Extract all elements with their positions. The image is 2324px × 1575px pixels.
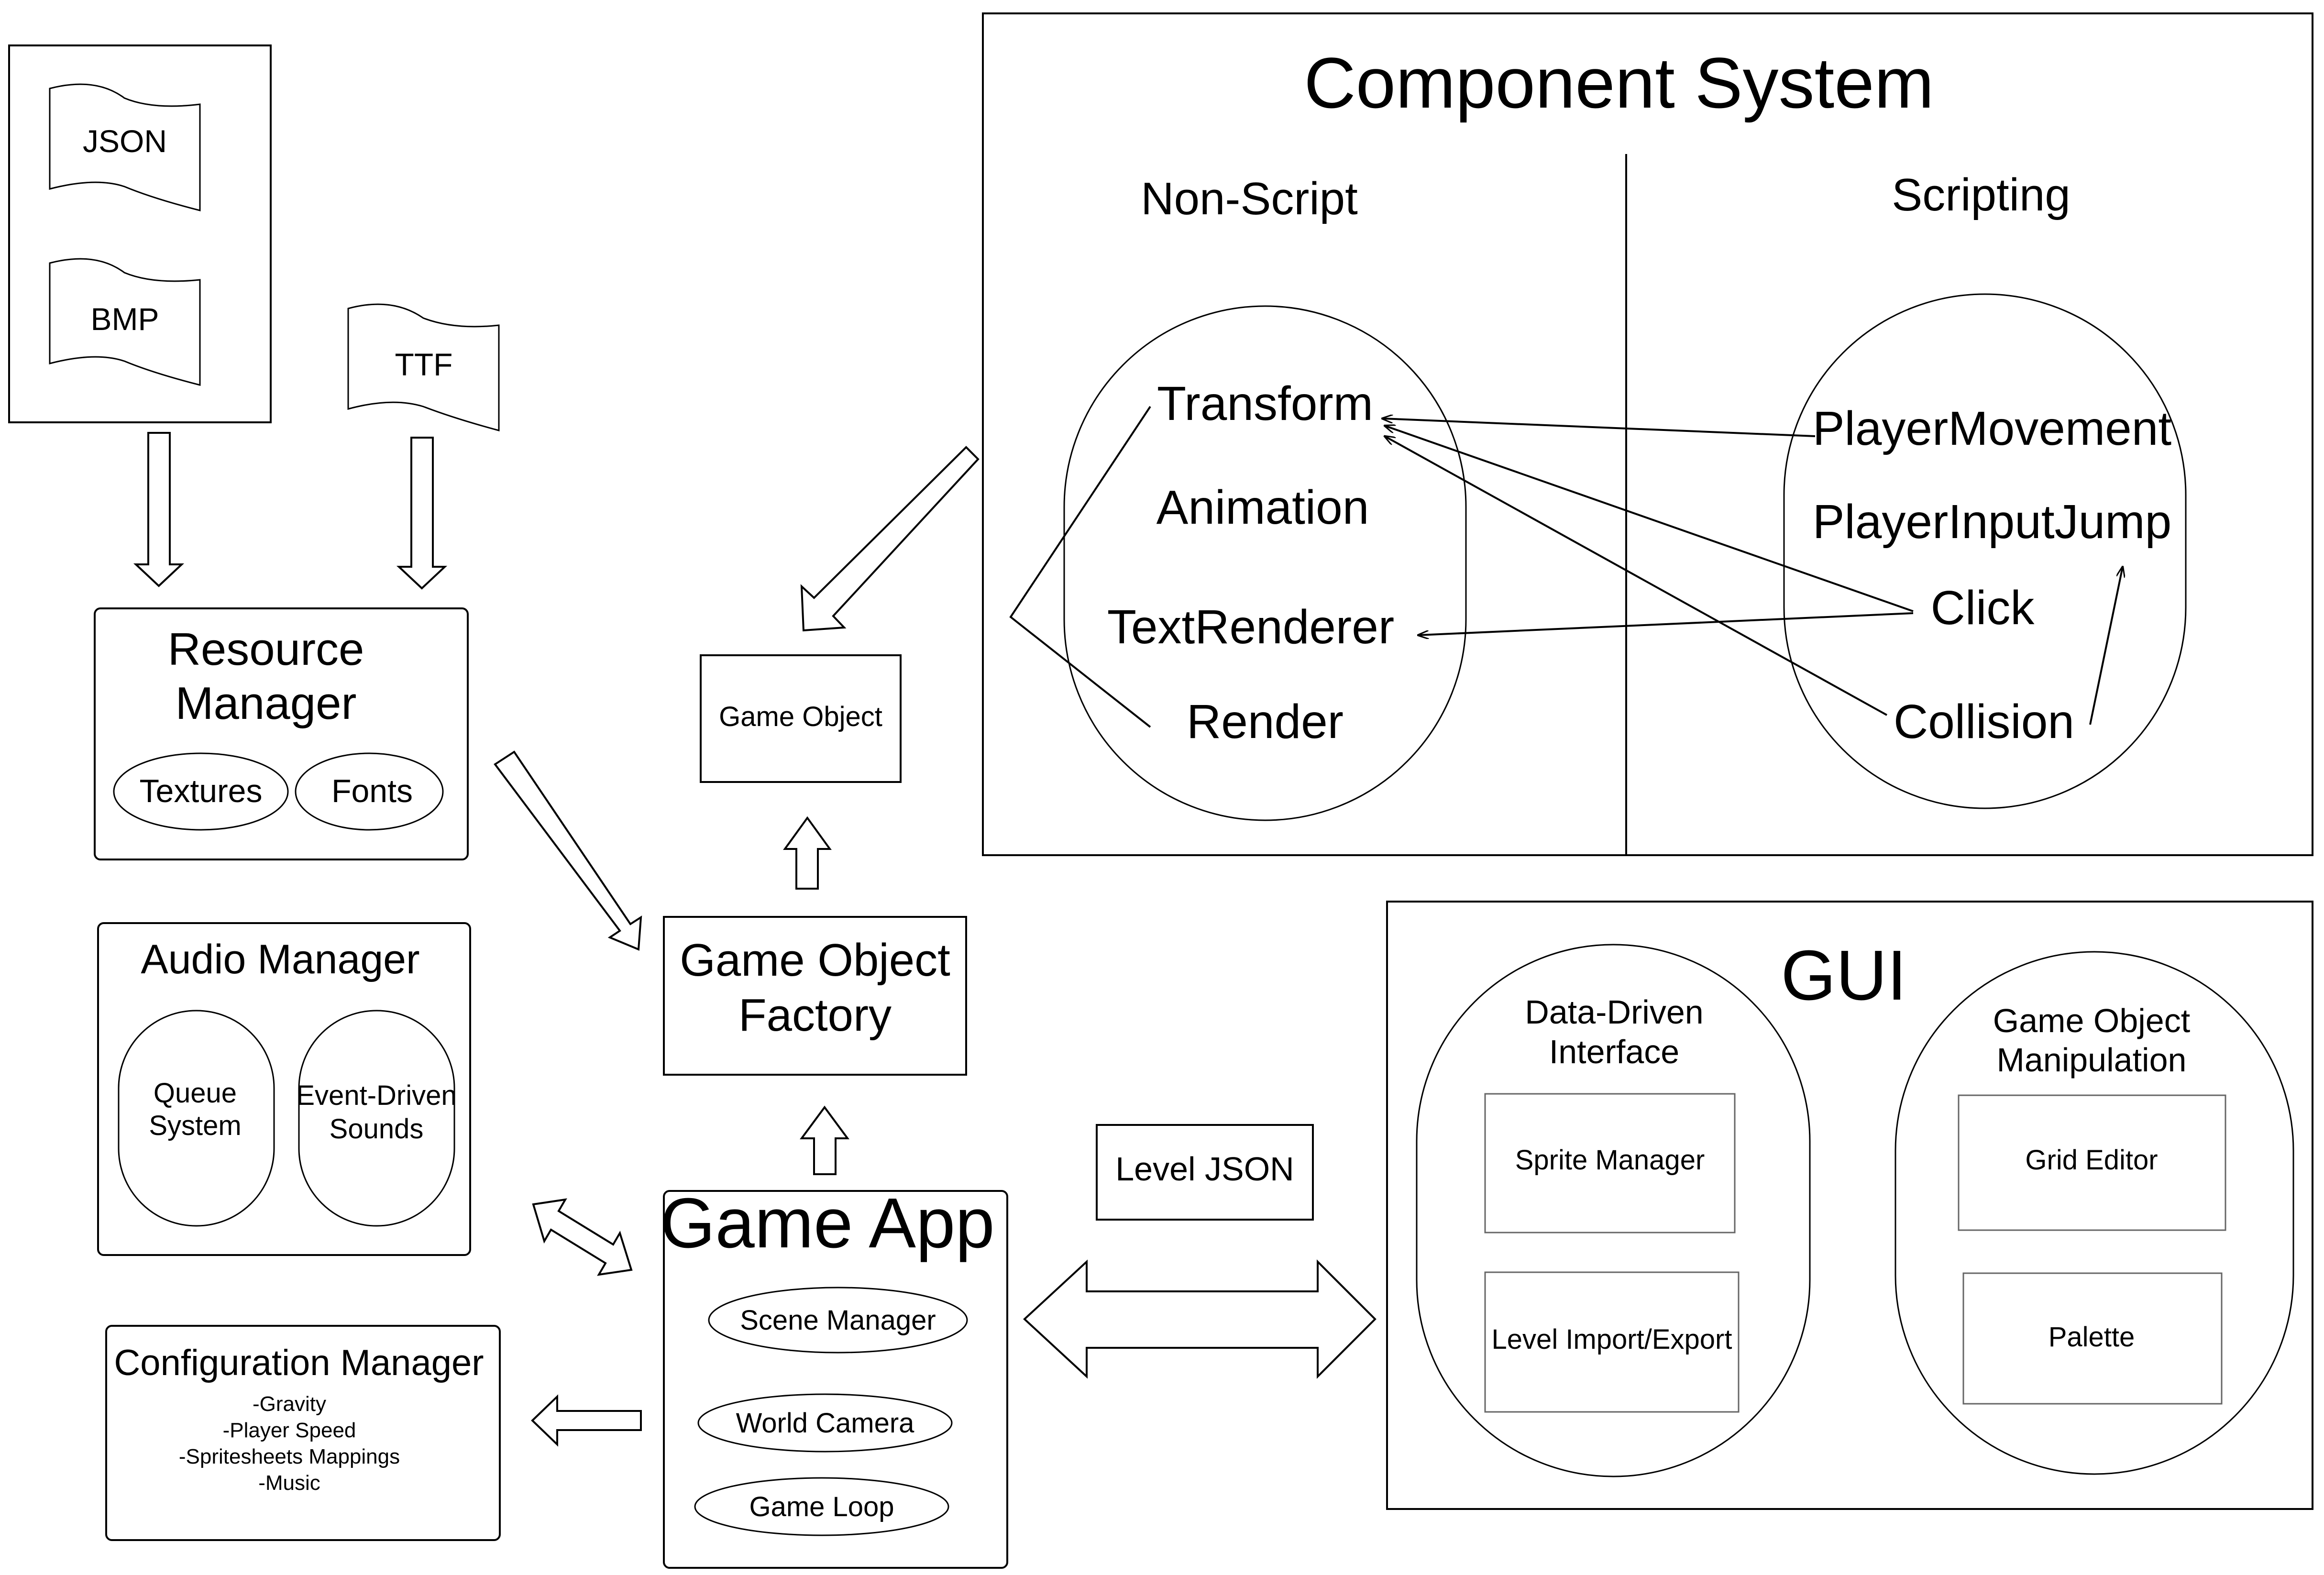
component-textrenderer: TextRenderer [1107,600,1394,654]
arrow-click-textrenderer [1418,612,1914,635]
config-item-player-speed: -Player Speed [223,1419,356,1442]
fonts-label: Fonts [331,773,413,809]
game-object-factory-title-line2: Factory [738,990,892,1041]
game-app: Game App Scene Manager World Camera Game… [660,1184,1008,1569]
component-transform: Transform [1157,377,1373,430]
event-driven-label-line2: Sounds [330,1113,424,1145]
sprite-manager-label: Sprite Manager [1515,1145,1705,1176]
gui-title: GUI [1781,936,1906,1015]
arrow-files-to-resource-manager [133,432,185,587]
level-import-export-box [1484,1271,1740,1413]
arrow-ttf-to-resource-manager [396,437,448,590]
script-playermovement: PlayerMovement [1813,402,2172,455]
game-object-factory-box [663,916,967,1076]
level-json-box [1096,1124,1314,1221]
ttf-file-label: TTF [395,347,453,382]
palette-box [1962,1272,2223,1405]
bmp-file-shape [49,258,201,386]
non-script-container [1063,305,1467,821]
game-app-title: Game App [660,1184,994,1263]
event-driven-label-line1: Event-Driven [296,1080,456,1111]
data-driven-title-line1: Data-Driven [1525,993,1703,1031]
textures-node [113,752,289,831]
component-render: Render [1187,695,1344,749]
script-collision: Collision [1894,695,2074,749]
game-loop-label: Game Loop [749,1491,894,1522]
ttf-file: TTF [347,303,500,431]
arrow-game-app-to-factory [800,1105,849,1175]
resource-manager: Resource Manager Textures Fonts [94,607,469,860]
config-item-spritesheets: -Spritesheets Mappings [179,1445,400,1468]
connector-render-transform [1009,406,1151,728]
game-object-factory: Game Object Factory [663,916,967,1076]
configuration-manager-box [105,1325,501,1541]
game-app-box [663,1190,1008,1569]
game-object: Game Object [700,654,902,783]
audio-manager-title: Audio Manager [141,936,419,982]
fonts-node [295,752,444,831]
palette-label: Palette [2049,1322,2135,1353]
scripting-heading: Scripting [1892,169,2071,220]
component-animation: Animation [1156,481,1369,534]
configuration-manager: Configuration Manager -Gravity -Player S… [105,1325,501,1541]
component-system-title: Component System [1304,43,1934,123]
manipulation-title-line1: Game Object [1993,1002,2190,1039]
configuration-manager-title: Configuration Manager [114,1343,484,1383]
arrow-playermovement-transform [1382,419,1816,437]
world-camera-node [697,1393,953,1453]
queue-system-node [118,1010,275,1227]
queue-system-label-line1: Queue [154,1078,237,1109]
game-loop-node [694,1477,949,1536]
scripting-container [1783,293,2187,809]
arrow-collision-transform [1385,436,1887,716]
arrow-collision-playerinputjump [2089,567,2123,725]
scene-manager-label: Scene Manager [740,1305,936,1336]
arrow-components-to-game-object [800,446,980,632]
data-driven-title-line2: Interface [1549,1033,1679,1070]
file-assets-group: JSON BMP [8,44,272,423]
grid-editor-label: Grid Editor [2025,1145,2158,1176]
resource-manager-title-line2: Manager [176,678,357,729]
textures-label: Textures [140,773,263,809]
json-file-label: JSON [83,123,167,159]
script-click: Click [1931,581,2035,635]
non-script-heading: Non-Script [1141,173,1357,224]
arrow-resource-to-factory [494,750,642,951]
bmp-file-label: BMP [90,301,159,337]
gui: GUI Data-Driven Interface Sprite Manager… [1386,901,2313,1510]
event-driven-sounds-node [298,1010,455,1227]
game-object-label: Game Object [719,701,882,732]
grid-editor-box [1958,1094,2226,1231]
arrow-factory-to-game-object [783,816,832,890]
level-json: Level JSON [1096,1124,1314,1221]
arrow-game-app-gui [1023,1259,1377,1379]
sprite-manager-box [1484,1093,1736,1234]
arrow-click-transform [1385,426,1914,612]
arrow-audio-game-app [532,1198,633,1276]
json-file-shape [49,83,201,211]
scene-manager-node [708,1287,968,1354]
level-json-label: Level JSON [1115,1150,1294,1188]
game-object-box [700,654,902,783]
game-object-factory-title-line1: Game Object [680,935,950,986]
manipulation-title-line2: Manipulation [1997,1041,2187,1079]
ttf-file-shape [347,303,500,431]
audio-manager: Audio Manager Queue System Event-Driven … [97,922,471,1256]
arrow-game-app-to-config [531,1394,642,1447]
world-camera-label: World Camera [736,1408,915,1439]
config-item-gravity: -Gravity [253,1392,326,1416]
config-item-music: -Music [258,1471,320,1495]
component-system: Component System Non-Script Scripting Tr… [982,12,2313,856]
queue-system-label-line2: System [149,1110,241,1141]
level-import-export-label: Level Import/Export [1492,1324,1732,1355]
resource-manager-title-line1: Resource [168,624,364,675]
script-playerinputjump: PlayerInputJump [1813,495,2171,549]
